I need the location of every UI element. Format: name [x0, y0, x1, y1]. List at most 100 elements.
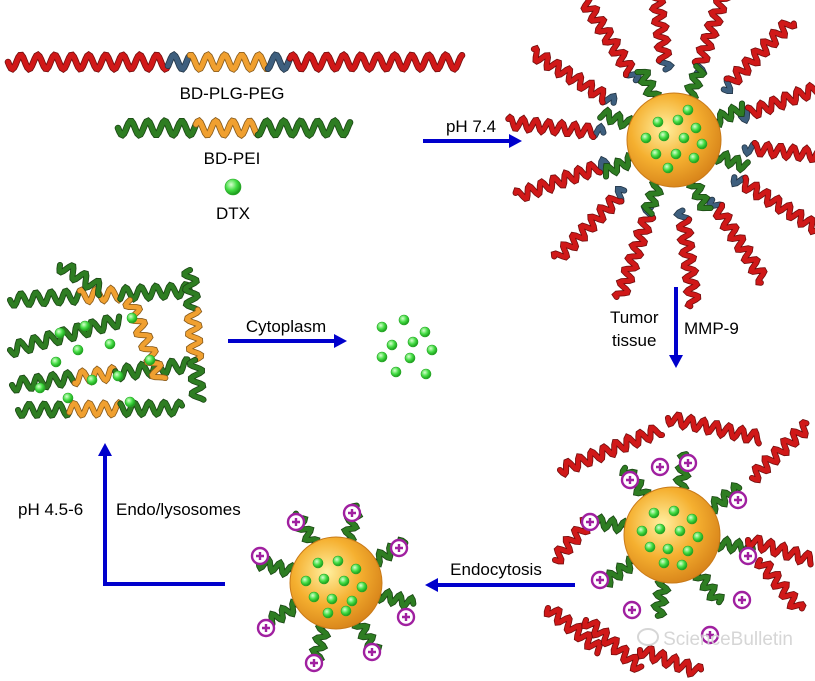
peg-chain	[550, 185, 628, 261]
arrow-ph74	[423, 134, 522, 148]
label-ph-acidic: pH 4.5-6	[18, 500, 84, 519]
label-mmp-9: MMP-9	[684, 319, 739, 338]
dtx-dot	[652, 116, 664, 128]
peg-chain	[648, 0, 675, 73]
cleaved-peg-chain	[744, 534, 814, 568]
positive-charge-icon	[590, 570, 610, 590]
cleaved-peg-chain	[543, 604, 604, 657]
pei-chain	[706, 482, 743, 515]
micelle-core-tumor	[623, 486, 721, 584]
peg-chain	[691, 0, 732, 76]
dtx-dot	[356, 581, 368, 593]
released-dtx-dot	[419, 326, 431, 338]
dtx-dot	[322, 607, 334, 619]
dtx-dot	[644, 541, 656, 553]
arrow-tumor	[669, 287, 683, 368]
pei-chain	[263, 598, 301, 630]
disassembled-chain	[56, 261, 103, 299]
dtx-dot	[668, 505, 680, 517]
cleaved-peg-chain	[636, 644, 705, 678]
positive-charge-icon	[304, 653, 324, 673]
process-arrows	[98, 134, 683, 592]
arrow-endocytosis	[425, 578, 575, 592]
cleaved-peg-chain	[664, 411, 762, 447]
dtx-dot	[658, 557, 670, 569]
dtx-dot	[338, 575, 350, 587]
label-cytoplasm: Cytoplasm	[245, 317, 327, 336]
dtx-dot	[144, 354, 156, 366]
pei-chain	[375, 587, 417, 611]
cleaved-peg-chain	[748, 419, 810, 484]
released-dtx-dot	[420, 368, 432, 380]
watermark-text: ScienceBulletin	[663, 629, 793, 650]
released-dtx-dot	[398, 314, 410, 326]
dtx-dot	[332, 555, 344, 567]
positive-charge-icon	[732, 590, 752, 610]
peg-chain	[673, 207, 702, 310]
dtx-dot	[674, 525, 686, 537]
dtx-dot	[640, 132, 652, 144]
dtx-dot	[124, 396, 136, 408]
positive-charge-icon	[728, 490, 748, 510]
positive-charge-icon	[256, 618, 276, 638]
arrow-cytoplasm	[228, 334, 347, 348]
dtx-dot	[654, 523, 666, 535]
peg-chain	[705, 196, 768, 286]
pei-chain	[692, 569, 725, 606]
released-dtx-dot	[376, 321, 388, 333]
label-bd-pei: BD-PEI	[203, 149, 261, 168]
positive-charge-icon	[580, 512, 600, 532]
dtx-dot	[300, 575, 312, 587]
label-tissue: tissue	[612, 331, 657, 350]
dtx-dot	[682, 104, 694, 116]
pei-chain	[650, 577, 672, 619]
positive-charge-icon	[622, 600, 642, 620]
positive-charge-icon	[362, 642, 382, 662]
released-dtx-dot	[404, 352, 416, 364]
positive-charge-icon	[396, 607, 416, 627]
positive-charge-icon	[342, 503, 362, 523]
dtx-dot	[686, 513, 698, 525]
positive-charge-icon	[650, 457, 670, 477]
dtx-dot	[62, 392, 74, 404]
dtx-legend-icon	[224, 178, 242, 196]
wechat-icon	[637, 628, 660, 646]
watermark: ScienceBulletin	[637, 628, 793, 651]
peg-chain	[580, 0, 643, 84]
dtx-dot	[312, 557, 324, 569]
bd-plg-peg-chain	[4, 50, 466, 74]
dtx-dot	[688, 152, 700, 164]
disassembled-chain	[181, 266, 207, 403]
micelle-core-endocytosed	[289, 536, 383, 630]
label-dtx: DTX	[216, 204, 250, 223]
dtx-dot	[340, 605, 352, 617]
positive-charge-icon	[286, 512, 306, 532]
dtx-dot	[682, 545, 694, 557]
dtx-dot	[690, 122, 702, 134]
dtx-dot	[650, 148, 662, 160]
positive-charge-icon	[250, 546, 270, 566]
pei-chain	[683, 63, 708, 101]
cleaved-peg-chain	[581, 616, 645, 673]
pei-chain	[686, 177, 714, 212]
positive-charge-icon	[738, 546, 758, 566]
dtx-dot	[126, 312, 138, 324]
peg-chain	[530, 44, 618, 106]
dtx-dot	[72, 344, 84, 356]
positive-charge-icon	[389, 538, 409, 558]
dtx-dot	[678, 132, 690, 144]
peg-chain	[730, 174, 815, 236]
dtx-dot	[636, 525, 648, 537]
micelle-cores	[289, 92, 722, 630]
dtx-dot	[79, 320, 91, 332]
pei-chain	[634, 68, 662, 103]
dtx-dot	[318, 573, 330, 585]
bd-pei-chain	[114, 116, 354, 140]
dtx-dot	[346, 595, 358, 607]
dtx-dot	[34, 382, 46, 394]
pei-chain	[640, 179, 665, 217]
dtx-dot	[54, 327, 66, 339]
dtx-drug-dots	[34, 104, 708, 619]
disassembled-chain	[14, 398, 186, 419]
peg-chain	[505, 113, 607, 141]
